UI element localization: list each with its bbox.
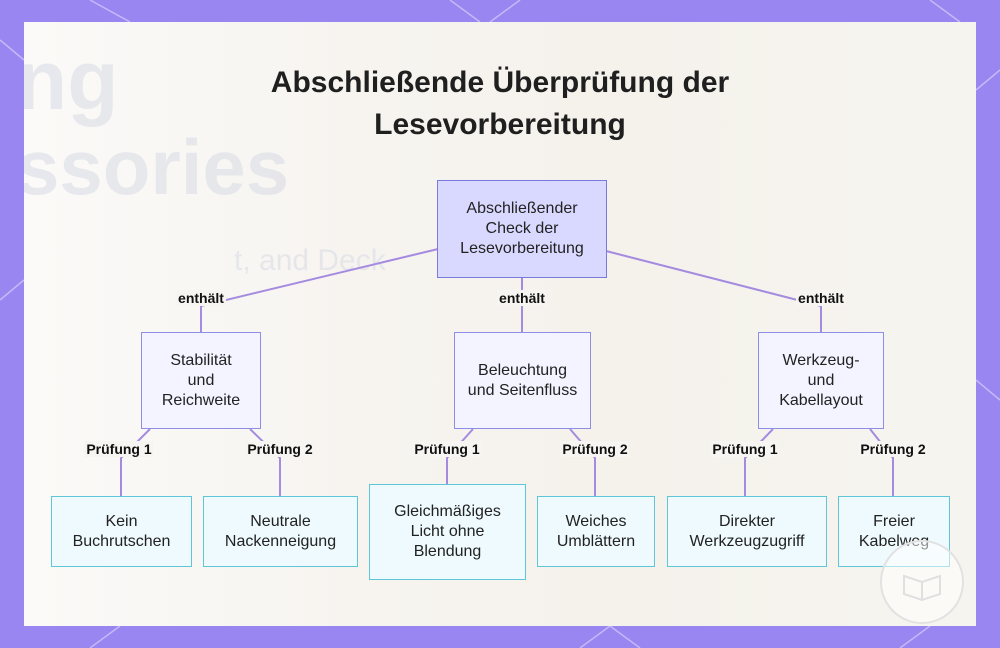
branch-node-tools[interactable]: Werkzeug- und Kabellayout	[758, 332, 884, 429]
branch-node-stability[interactable]: Stabilität und Reichweite	[141, 332, 261, 429]
diagram-title: Abschließende Überprüfung der Lesevorber…	[270, 66, 730, 141]
background-text-1: ng	[24, 33, 119, 127]
leaf-node-label: Direkter Werkzeugzugriff	[689, 512, 805, 550]
edge-label-branch-1: enthält	[176, 290, 226, 306]
leaf-node-neutral-neck[interactable]: Neutrale Nackenneigung	[203, 496, 358, 567]
leaf-node-label: Gleichmäßiges Licht ohne Blendung	[394, 503, 501, 560]
edge-label-b3-leaf-1: Prüfung 1	[710, 441, 780, 457]
branch-node-label: Werkzeug- und Kabellayout	[779, 351, 863, 409]
branch-node-label: Stabilität und Reichweite	[161, 351, 241, 409]
leaf-node-label: Kein Buchrutschen	[72, 512, 171, 550]
leaf-node-label: Freier Kabelweg	[858, 512, 930, 550]
edge-label-b3-leaf-2: Prüfung 2	[858, 441, 928, 457]
leaf-node-label: Weiches Umblättern	[556, 512, 636, 550]
branch-node-lighting[interactable]: Beleuchtung und Seitenfluss	[454, 332, 591, 429]
leaf-node-label: Neutrale Nackenneigung	[224, 512, 337, 550]
branch-node-label: Beleuchtung und Seitenfluss	[467, 361, 578, 399]
watermark-badge	[880, 540, 964, 624]
root-node[interactable]: Abschließender Check der Lesevorbereitun…	[437, 180, 607, 278]
edge-label-b2-leaf-1: Prüfung 1	[412, 441, 482, 457]
leaf-node-direct-tool-access[interactable]: Direkter Werkzeugzugriff	[667, 496, 827, 567]
leaf-node-no-book-slip[interactable]: Kein Buchrutschen	[51, 496, 192, 567]
edge-label-b2-leaf-2: Prüfung 2	[560, 441, 630, 457]
background-text-3: t, and Deck	[234, 244, 386, 277]
edge-label-b1-leaf-1: Prüfung 1	[84, 441, 154, 457]
edge-label-branch-3: enthält	[796, 290, 846, 306]
background-text-2: ssories	[24, 123, 290, 211]
edge-label-branch-2: enthält	[497, 290, 547, 306]
edge-label-b1-leaf-2: Prüfung 2	[245, 441, 315, 457]
root-node-label: Abschließender Check der Lesevorbereitun…	[460, 200, 584, 257]
leaf-node-smooth-page-turn[interactable]: Weiches Umblättern	[537, 496, 655, 567]
leaf-node-even-light[interactable]: Gleichmäßiges Licht ohne Blendung	[369, 484, 526, 580]
book-icon	[903, 574, 941, 602]
